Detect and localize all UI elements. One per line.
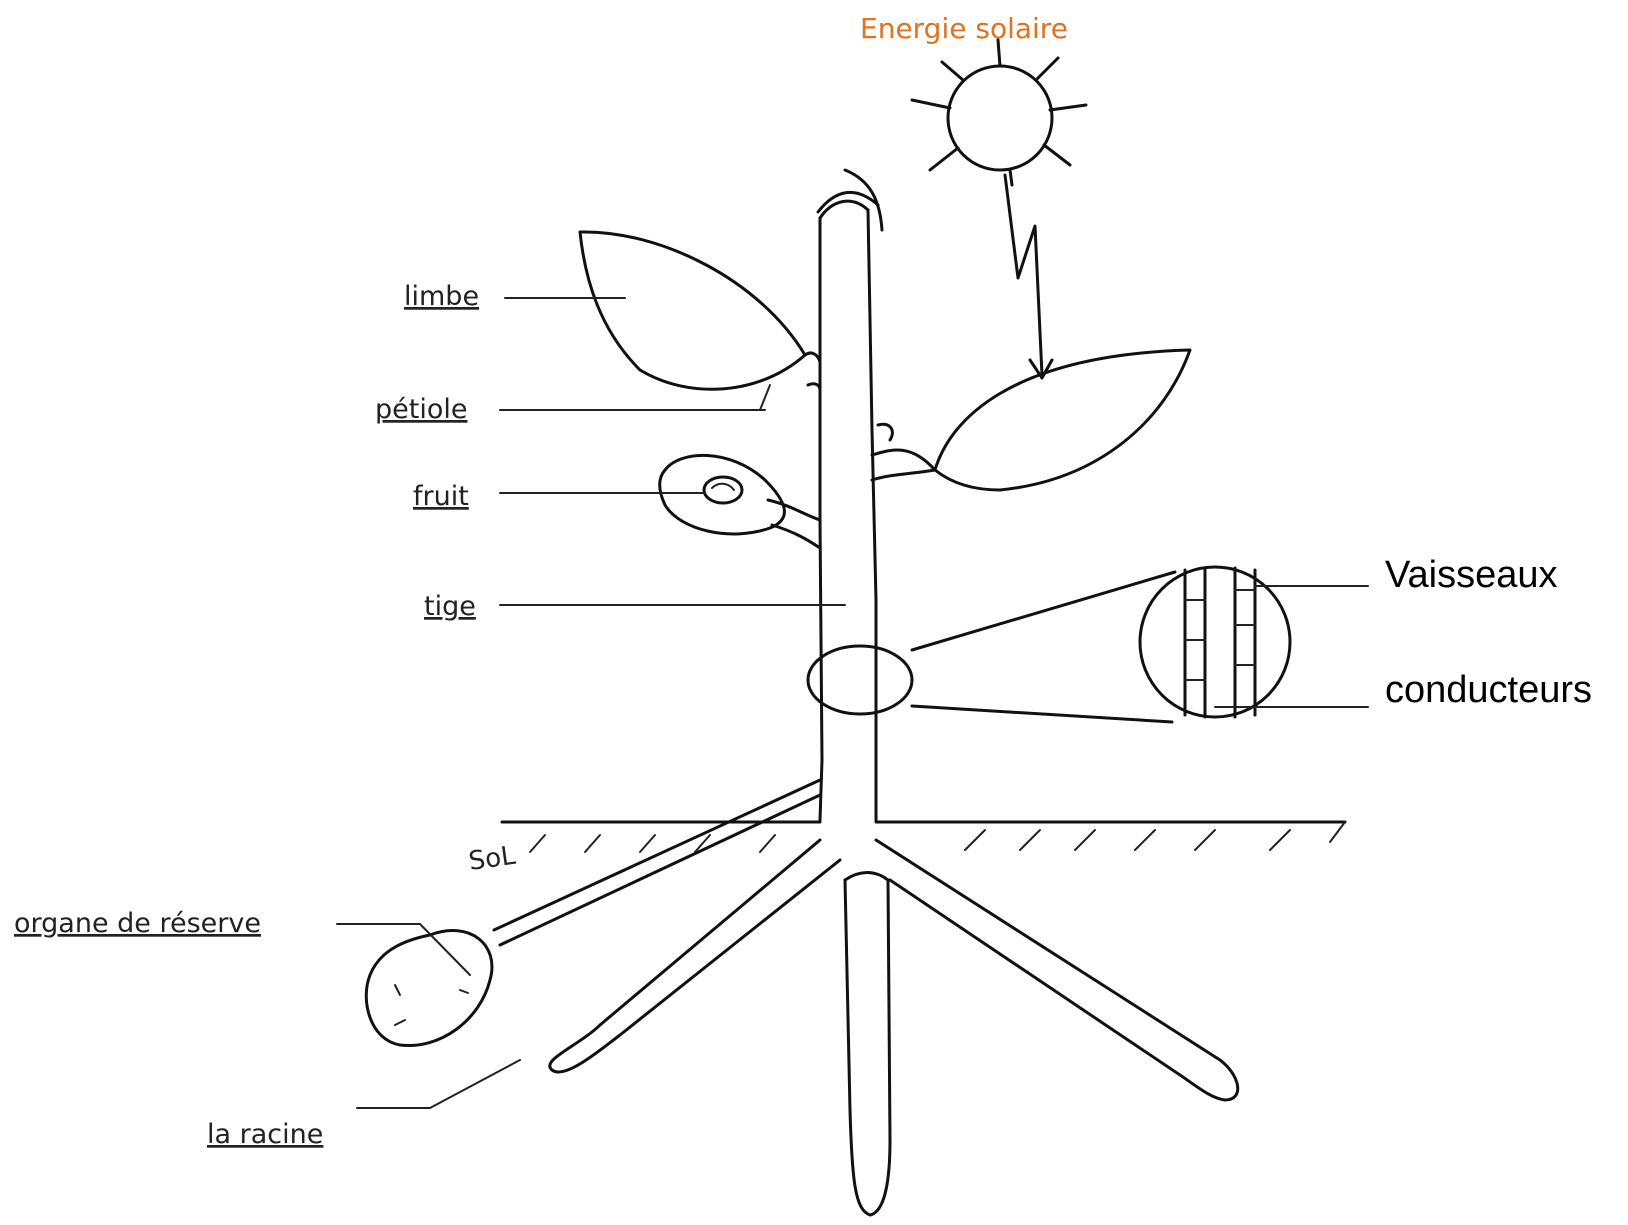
label-fruit: fruit <box>413 481 469 512</box>
storage-organ <box>366 780 820 1046</box>
zoom-cone-bottom <box>912 706 1172 722</box>
zoom-cone-top <box>912 572 1175 650</box>
right-leaf <box>872 350 1190 490</box>
roots <box>550 840 1238 1215</box>
left-leaf <box>580 232 820 410</box>
title-energie-solaire: Energie solaire <box>860 12 1068 45</box>
leader-racine <box>357 1060 520 1108</box>
soil-label: SoL <box>467 841 518 877</box>
label-petiole: pétiole <box>375 394 467 425</box>
fruit-drawing <box>660 455 820 548</box>
label-limbe: limbe <box>404 281 479 312</box>
vessels-zoom-circle <box>1140 567 1290 717</box>
label-conducteurs: conducteurs <box>1385 669 1592 711</box>
label-organe-de-reserve: organe de réserve <box>14 908 261 939</box>
label-vaisseaux: Vaisseaux <box>1385 554 1558 596</box>
sun-icon <box>912 40 1086 185</box>
stem <box>818 170 882 820</box>
label-tige: tige <box>424 591 476 622</box>
sunlight-arrow <box>1005 175 1052 378</box>
label-la-racine: la racine <box>207 1119 323 1150</box>
stem-zoom-ellipse <box>808 646 912 714</box>
soil-line <box>502 822 1345 852</box>
